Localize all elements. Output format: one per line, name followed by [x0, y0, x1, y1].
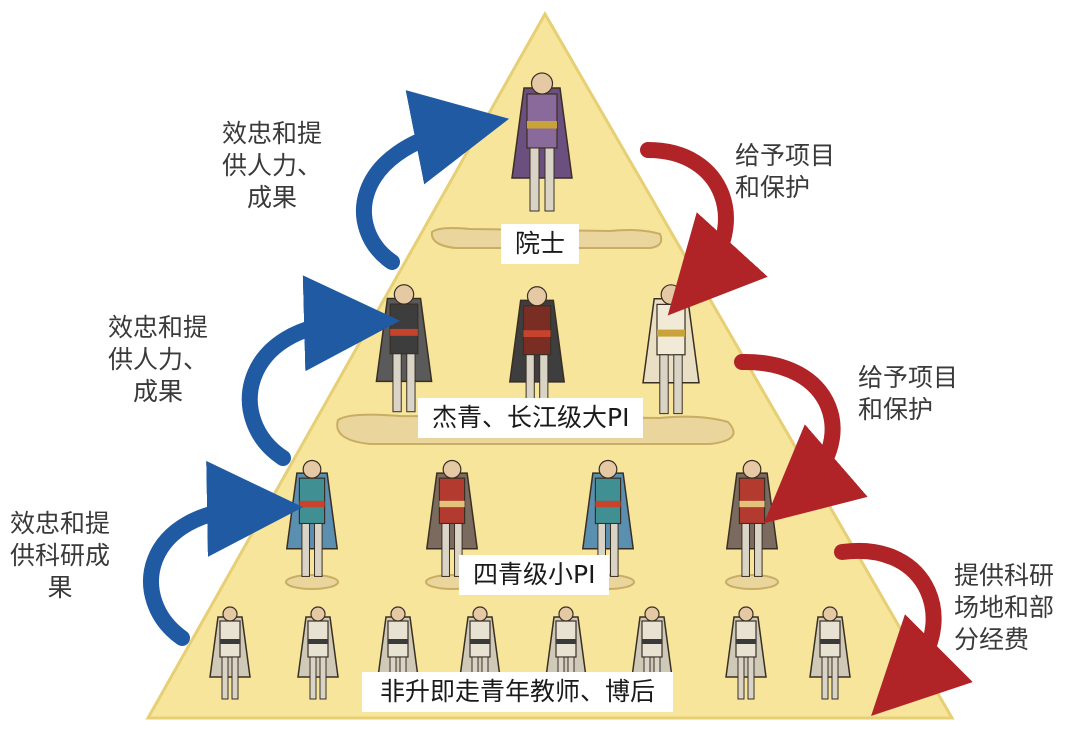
tier-2-label: 杰青、长江级大PI	[418, 398, 644, 438]
left-flow-label-3: 效忠和提 供科研成 果	[10, 509, 111, 602]
left-arrow-1	[355, 90, 510, 270]
tier-3-label: 四青级小PI	[459, 555, 610, 595]
tier-1-label: 院士	[501, 224, 580, 264]
right-arrow-3	[834, 542, 973, 716]
peasant-figure-7	[725, 606, 767, 700]
right-flow-label-3: 提供科研 场地和部 分经费	[954, 561, 1055, 654]
right-flow-label-2: 给予项目 和保护	[858, 363, 959, 424]
knight-figure-3	[581, 459, 635, 577]
right-flow-label-1: 给予项目 和保护	[735, 141, 836, 202]
right-arrow-2	[734, 353, 868, 524]
left-arrow-2	[241, 275, 400, 466]
peasant-figure-8	[809, 606, 851, 700]
peasant-figure-2	[297, 606, 339, 700]
right-arrow-1	[640, 142, 768, 316]
noble-figure-2	[508, 286, 566, 413]
left-flow-label-2: 效忠和提 供人力、 成果	[108, 313, 209, 406]
left-flow-label-1: 效忠和提 供人力、 成果	[222, 119, 323, 212]
king-figure	[511, 72, 573, 212]
left-arrow-3	[143, 460, 303, 646]
knight-figure-2	[425, 459, 479, 577]
tier-4-label: 非升即走青年教师、博后	[362, 672, 674, 712]
peasant-figure-1	[209, 606, 251, 700]
peasant-figure-4	[459, 606, 501, 700]
